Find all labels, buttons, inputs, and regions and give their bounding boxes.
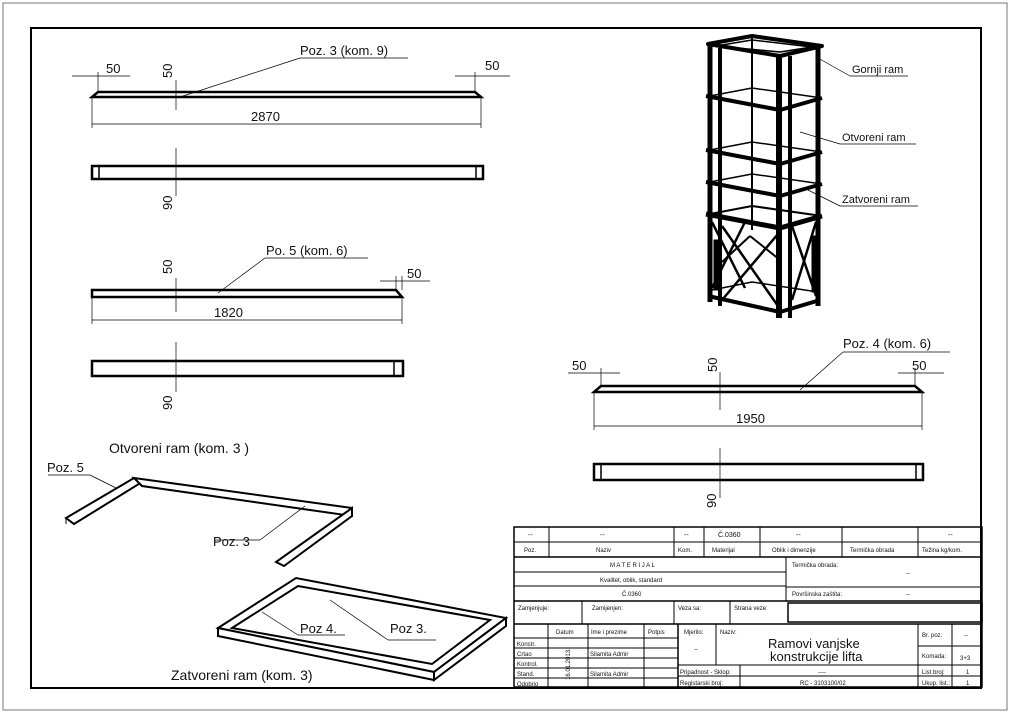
- drawing-title-line1: Ramovi vanjske: [768, 636, 860, 651]
- callout-otvoreni-ram: Otvoreni ram: [842, 132, 906, 144]
- mjerilo-label: Mjerilo:: [684, 630, 704, 636]
- role-stand: Stand.: [517, 672, 535, 678]
- hdr-materijal: Materijal: [712, 548, 735, 554]
- row-material: Č.0360: [718, 530, 741, 539]
- poz3-length: 2870: [251, 109, 280, 124]
- sig-datum: Datum: [556, 630, 574, 636]
- material-title: M A T E R I J A L: [610, 563, 655, 569]
- row-poz: --: [528, 532, 533, 539]
- naziv-label: Naziv:: [720, 630, 737, 636]
- callout-zatvoreni-ram: Zatvoreni ram: [842, 194, 910, 206]
- sig-name-crtao: Silamita Admir: [590, 652, 628, 658]
- open-frame-isometric: [48, 474, 353, 568]
- poz4-label: Poz. 4 (kom. 6): [843, 336, 931, 351]
- komada-value: 3+3: [960, 656, 971, 662]
- pripadnost-label: Pripadnost - Sklop:: [680, 670, 731, 676]
- closed-frame-title: Zatvoreni ram (kom. 3): [171, 667, 313, 683]
- material-sub: Kvalitet, oblik, standard: [600, 578, 662, 584]
- material-value: Č.0360: [622, 591, 642, 598]
- termicka-value: --: [906, 571, 910, 577]
- br-poz-value: --: [964, 633, 968, 639]
- termicka-label: Termička obrada:: [792, 563, 838, 569]
- strana-label: Strana veze:: [734, 606, 768, 612]
- registarski-value: RC - 3103100/02: [800, 681, 846, 687]
- registarski-label: Registarski broj:: [680, 681, 723, 687]
- poz3-beam-top-view: [72, 57, 510, 128]
- open-frame-callout-poz5: Poz. 5: [47, 460, 84, 475]
- poz3-width: 90: [160, 196, 175, 210]
- hdr-kom: Kom.: [678, 548, 692, 554]
- lift-tower-isometric: [705, 34, 918, 318]
- open-frame-callout-poz3: Poz. 3: [213, 534, 250, 549]
- poz4-cut-right: 50: [912, 358, 926, 373]
- closed-frame-callout-poz4: Poz 4.: [300, 621, 337, 636]
- hdr-oblik: Oblik i dimenzije: [772, 548, 816, 554]
- poz3-height: 50: [160, 64, 175, 78]
- sig-ime: Ime i prezime: [591, 630, 628, 636]
- row-kom: --: [684, 532, 689, 539]
- poz4-height: 50: [705, 358, 720, 372]
- hdr-poz: Poz.: [524, 548, 536, 554]
- row-oblik: --: [796, 532, 801, 539]
- callout-gornji-ram: Gornji ram: [852, 64, 903, 76]
- zamijenjen-label: Zamijenjen:: [592, 606, 623, 612]
- row-naziv: --: [600, 532, 605, 539]
- veza-label: Veza sa:: [678, 606, 701, 612]
- inner-frame: [30, 27, 982, 689]
- poz5-cut: 50: [407, 266, 421, 281]
- poz5-width: 90: [160, 396, 175, 410]
- povrsinska-label: Površinska zaštita:: [792, 592, 842, 598]
- list-label: List broj:: [922, 670, 945, 676]
- poz3-cut-left: 50: [106, 61, 120, 76]
- role-crtao: Crtao: [517, 652, 532, 658]
- row-tezina: --: [948, 532, 953, 539]
- ukup-label: Ukup. list.:: [922, 681, 950, 687]
- role-kontrol: Kontrol.: [517, 662, 538, 668]
- pripadnost-value: ----: [818, 670, 826, 676]
- sig-date: 16.01.2013.: [566, 648, 572, 680]
- role-odobrio: Odobrio: [517, 682, 539, 688]
- poz4-beam-side-view: [592, 448, 925, 498]
- closed-frame-callout-poz3: Poz 3.: [390, 621, 427, 636]
- br-poz-label: Br. poz.: [922, 633, 943, 639]
- title-block: [513, 526, 983, 688]
- role-konstr: Konstr.: [517, 642, 536, 648]
- open-frame-title: Otvoreni ram (kom. 3 ): [109, 440, 249, 456]
- list-value: 1: [966, 670, 970, 676]
- drawing-title-line2: konstrukcije lifta: [770, 649, 863, 664]
- poz5-beam-side-view: [90, 342, 405, 392]
- poz5-label: Po. 5 (kom. 6): [266, 243, 348, 258]
- poz5-length: 1820: [214, 305, 243, 320]
- sig-name-stand: Silamita Admir: [590, 672, 628, 678]
- poz3-cut-right: 50: [485, 58, 499, 73]
- poz4-beam-top-view: [568, 351, 950, 430]
- poz3-beam-side-view: [90, 148, 485, 196]
- hdr-tezina: Težina kg/kom.: [922, 548, 962, 554]
- poz5-beam-top-view: [90, 257, 430, 324]
- poz5-height: 50: [160, 260, 175, 274]
- poz4-length: 1950: [736, 411, 765, 426]
- poz4-width: 90: [704, 494, 719, 508]
- poz4-cut-left: 50: [572, 358, 586, 373]
- sig-potpis: Potpis: [648, 630, 665, 636]
- poz3-label: Poz. 3 (kom. 9): [300, 43, 388, 58]
- hdr-termicka: Termička obrada: [850, 548, 895, 554]
- hdr-naziv: Naziv: [596, 548, 611, 554]
- ukup-value: 1: [966, 681, 970, 687]
- povrsinska-value: --: [906, 592, 910, 598]
- mjerilo-value: --: [694, 647, 698, 653]
- komada-label: Komada:: [922, 654, 946, 660]
- closed-frame-isometric: [215, 576, 509, 682]
- zamjenjuje-label: Zamjenjuje:: [518, 606, 549, 612]
